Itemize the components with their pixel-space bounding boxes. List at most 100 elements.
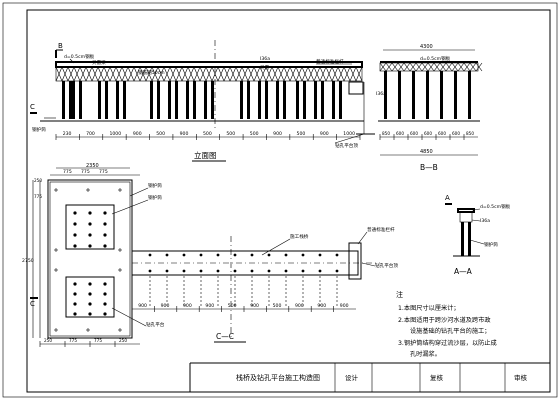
pile-dot xyxy=(233,253,237,257)
bb-span-label: 600 xyxy=(410,131,418,136)
truss-member xyxy=(337,66,345,82)
pile xyxy=(332,81,335,119)
plan-left-span-label: 775 xyxy=(69,338,77,343)
truss-member xyxy=(229,66,237,82)
truss-member xyxy=(397,62,405,72)
bb-top-dim: 4300 xyxy=(420,44,433,50)
pile xyxy=(426,71,429,119)
elevation-span-label: 500 xyxy=(226,131,235,137)
pile-dot xyxy=(165,253,169,257)
bb-span-label: 850 xyxy=(382,131,390,136)
pile xyxy=(123,81,126,119)
aa-label-mid: I36a xyxy=(480,218,490,224)
pile-dot xyxy=(301,253,305,257)
label-ground-plan: 钻孔平台顶 xyxy=(375,262,398,269)
review-label: 审核 xyxy=(514,373,528,382)
pile xyxy=(258,81,261,119)
notes: 注 1.本图尺寸以厘米计； 2.本图适用于跨沙河水道及跨市政 设施基础的钻孔平台… xyxy=(396,290,497,358)
pile xyxy=(79,81,82,119)
truss-member xyxy=(145,66,153,82)
elevation-span-label: 1000 xyxy=(343,131,355,137)
plan-title: C—C xyxy=(216,332,234,341)
truss-member xyxy=(475,62,483,72)
pile-dot xyxy=(88,312,92,316)
label-casing-plan: 钢护筒 xyxy=(148,194,162,201)
plan-left-span-label: 775 xyxy=(94,338,102,343)
pile-dot xyxy=(335,253,339,257)
truss-member xyxy=(445,62,453,72)
truss-member xyxy=(199,66,207,82)
pile-dot xyxy=(182,269,186,273)
pile xyxy=(454,71,457,119)
pile xyxy=(69,81,72,119)
elevation-view: B C d=0.5cm钢板 贝雷梁 钢筋网50cm I36a 贝雷 普通标准栏杆… xyxy=(30,40,375,162)
label-bailey-beam: 贝雷梁 xyxy=(92,59,106,66)
truss-member xyxy=(211,66,219,82)
plan-left-dim-2: 775 xyxy=(34,194,42,199)
pile xyxy=(116,81,119,119)
pile-dot xyxy=(103,233,107,237)
label-bailey: 贝雷 xyxy=(260,65,270,71)
pile-dot xyxy=(199,253,203,257)
pile-dot xyxy=(88,292,92,296)
pile-dot xyxy=(73,312,77,316)
pile xyxy=(211,81,214,119)
label-deck-plate: d=0.5cm钢板 xyxy=(64,53,95,60)
truss-member xyxy=(241,66,249,82)
note-5: 孔时漏浆。 xyxy=(410,350,441,358)
truss-member xyxy=(439,62,447,72)
truss-member xyxy=(301,66,309,82)
elevation-span-label: 900 xyxy=(320,131,329,137)
truss-member xyxy=(139,66,147,82)
pile-dot xyxy=(148,253,152,257)
truss-member xyxy=(247,66,255,82)
truss-member xyxy=(295,66,303,82)
pile xyxy=(157,81,160,119)
drawing-name: 栈桥及钻孔平台施工构造图 xyxy=(236,373,320,382)
label-mesh: 钢筋网50cm xyxy=(138,69,165,76)
truss-member xyxy=(217,66,225,82)
pile-dot xyxy=(88,233,92,237)
truss-member xyxy=(319,66,327,82)
pile-dot xyxy=(73,233,77,237)
label-tube-plan: 钢护筒 xyxy=(148,182,162,189)
check-label: 复核 xyxy=(430,373,444,382)
bb-title: B—B xyxy=(420,163,438,172)
pile xyxy=(276,81,279,119)
label-railing-elev: 普通标准栏杆 xyxy=(316,58,344,65)
pile-dot xyxy=(165,269,169,273)
pile xyxy=(384,71,387,119)
section-mark-c-top: C xyxy=(30,103,35,111)
note-2: 2.本图适用于跨沙河水道及跨市政 xyxy=(398,316,491,324)
pile-dot xyxy=(103,211,107,215)
pile-dot xyxy=(318,269,322,273)
pile xyxy=(105,81,108,119)
truss-member xyxy=(169,66,177,82)
title-block: 栈桥及钻孔平台施工构造图 设计 复核 审核 xyxy=(189,362,550,392)
pile-dot xyxy=(267,253,271,257)
truss-member xyxy=(415,62,423,72)
plan-span-label: 900 xyxy=(295,303,304,309)
notes-title: 注 xyxy=(396,290,403,299)
note-1: 1.本图尺寸以厘米计； xyxy=(398,304,460,312)
plan-left-dim-1: 250 xyxy=(34,178,42,183)
truss-member xyxy=(223,66,231,82)
truss-member xyxy=(355,66,363,82)
note-4: 3.钢护筒结构穿过流沙层，以防止成 xyxy=(398,339,497,347)
truss-member xyxy=(127,66,135,82)
pile xyxy=(283,81,286,119)
pile-dot xyxy=(284,269,288,273)
truss-member xyxy=(283,66,291,82)
plan-span-label: 900 xyxy=(340,303,349,309)
label-casing-elev: 钢护筒 xyxy=(32,126,46,133)
pile xyxy=(412,71,415,119)
truss-member xyxy=(97,66,105,82)
bb-top-label: d=0.5cm钢板 xyxy=(420,55,451,62)
truss-member xyxy=(331,66,339,82)
section-mark-c-bottom: C xyxy=(30,300,35,308)
plan-top-dim-2: 775 xyxy=(81,169,90,175)
pile xyxy=(321,81,324,119)
truss-member xyxy=(115,66,123,82)
